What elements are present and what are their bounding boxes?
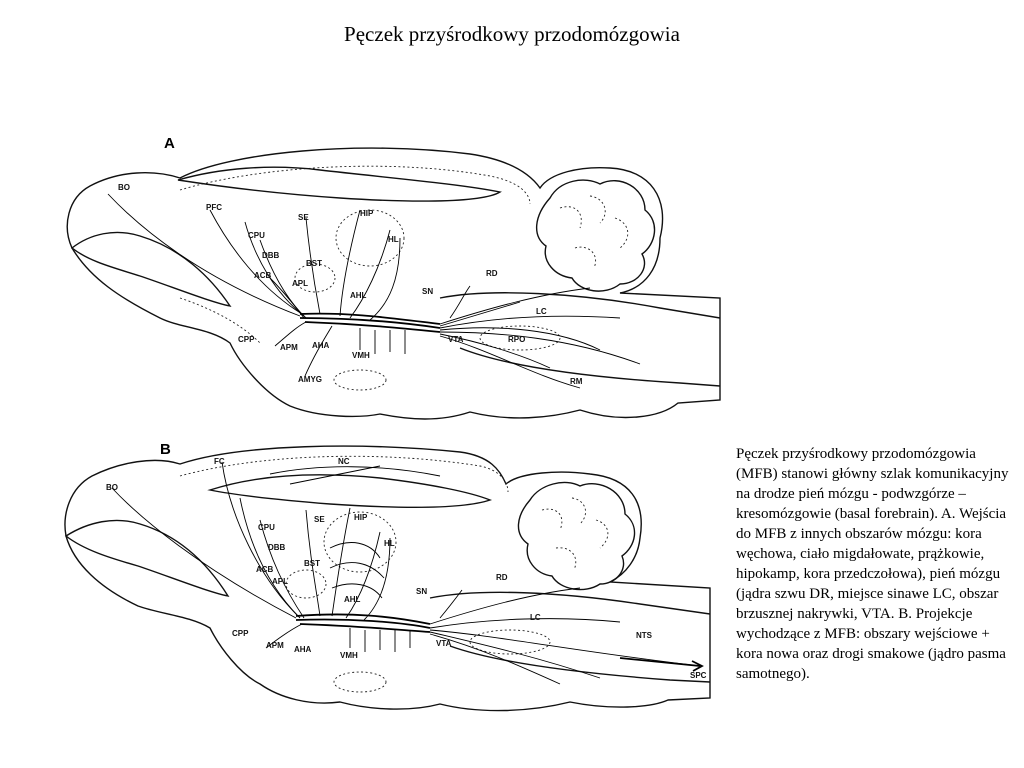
label-vta: VTA	[436, 639, 452, 648]
label-nc: NC	[338, 457, 350, 466]
label-pfc: PFC	[206, 203, 222, 212]
panel-a-cortex-inner	[179, 165, 531, 205]
panel-a-pons	[479, 325, 561, 351]
label-bo: BO	[118, 183, 130, 192]
label-spc: SPC	[690, 671, 707, 680]
panel-a-cerebellum	[536, 179, 656, 292]
label-acb: ACB	[254, 271, 272, 280]
label-aha: AHA	[312, 341, 330, 350]
panel-b-cerebellum	[517, 481, 636, 591]
label-vta: VTA	[448, 335, 464, 344]
panel-a-thalamus	[335, 209, 405, 267]
label-ahl: AHL	[344, 595, 361, 604]
mfb-diagram-figure: A	[64, 135, 721, 712]
label-vmh: VMH	[340, 651, 358, 660]
label-se: SE	[298, 213, 309, 222]
label-lc: LC	[536, 307, 547, 316]
label-hip: HIP	[354, 513, 368, 522]
label-sn: SN	[416, 587, 427, 596]
label-amyg: AMYG	[298, 375, 322, 384]
panel-a-amygdala	[333, 369, 387, 391]
label-lc: LC	[530, 613, 541, 622]
label-hip: HIP	[360, 209, 374, 218]
label-bst: BST	[304, 559, 320, 568]
panel-b-cerebellum-folia	[541, 497, 609, 571]
label-bo: BO	[106, 483, 118, 492]
label-rpo: RPO	[508, 335, 525, 344]
page-title: Pęczek przyśrodkowy przodomózgowia	[344, 22, 680, 46]
figure-caption: Pęczek przyśrodkowy przodomózgowia (MFB)…	[736, 446, 1009, 682]
label-rd: RD	[496, 573, 508, 582]
label-sn: SN	[422, 287, 433, 296]
panel-a-fiber-bundle	[107, 193, 641, 389]
panel-b-labels: FC NC BO CPU SE HIP DBB BST HL ACB APL A…	[106, 457, 707, 680]
label-rd: RD	[486, 269, 498, 278]
panel-b-cortex-inner	[179, 455, 509, 493]
label-se: SE	[314, 515, 325, 524]
label-fc: FC	[214, 457, 225, 466]
label-bst: BST	[306, 259, 322, 268]
panel-b-amygdala	[333, 671, 387, 693]
panel-a-labels: BO PFC SE HIP CPU HL DBB BST ACB APL AHL…	[118, 183, 583, 386]
panel-a-olfactory-tract	[179, 297, 261, 344]
panel-a-brain-outline	[66, 147, 721, 420]
panel-b-brainstem	[429, 591, 711, 683]
label-dbb: DBB	[268, 543, 286, 552]
panel-a-corpus-callosum	[177, 166, 502, 202]
label-cpp: CPP	[232, 629, 249, 638]
panel-a-acb-region	[294, 263, 336, 293]
panel-b-fiber-bundle	[111, 461, 704, 685]
label-apl: APL	[272, 577, 288, 586]
panel-a: A	[66, 135, 721, 420]
panel-b-brain-outline	[64, 445, 711, 712]
panel-b-letter: B	[160, 441, 171, 458]
panel-a-letter: A	[164, 135, 175, 152]
label-hl: HL	[388, 235, 399, 244]
label-cpp: CPP	[238, 335, 255, 344]
label-nts: NTS	[636, 631, 653, 640]
panel-b-corpus-callosum	[207, 474, 493, 508]
label-vmh: VMH	[352, 351, 370, 360]
label-cpu: CPU	[248, 231, 265, 240]
label-dbb: DBB	[262, 251, 280, 260]
label-rm: RM	[570, 377, 583, 386]
panel-b: B	[64, 441, 711, 712]
label-apm: APM	[266, 641, 284, 650]
panel-a-olfactory-bulb	[70, 231, 232, 308]
label-cpu: CPU	[258, 523, 275, 532]
panel-a-brainstem	[439, 292, 721, 387]
panel-b-acb-region	[285, 569, 327, 599]
label-hl: HL	[384, 539, 395, 548]
label-ahl: AHL	[350, 291, 367, 300]
label-apm: APM	[280, 343, 298, 352]
label-aha: AHA	[294, 645, 312, 654]
panel-a-cerebellum-folia	[559, 195, 629, 269]
panel-b-pons	[469, 629, 551, 655]
panel-b-olfactory-bulb	[64, 519, 230, 598]
label-acb: ACB	[256, 565, 274, 574]
label-apl: APL	[292, 279, 308, 288]
panel-b-thalamus	[323, 511, 397, 573]
